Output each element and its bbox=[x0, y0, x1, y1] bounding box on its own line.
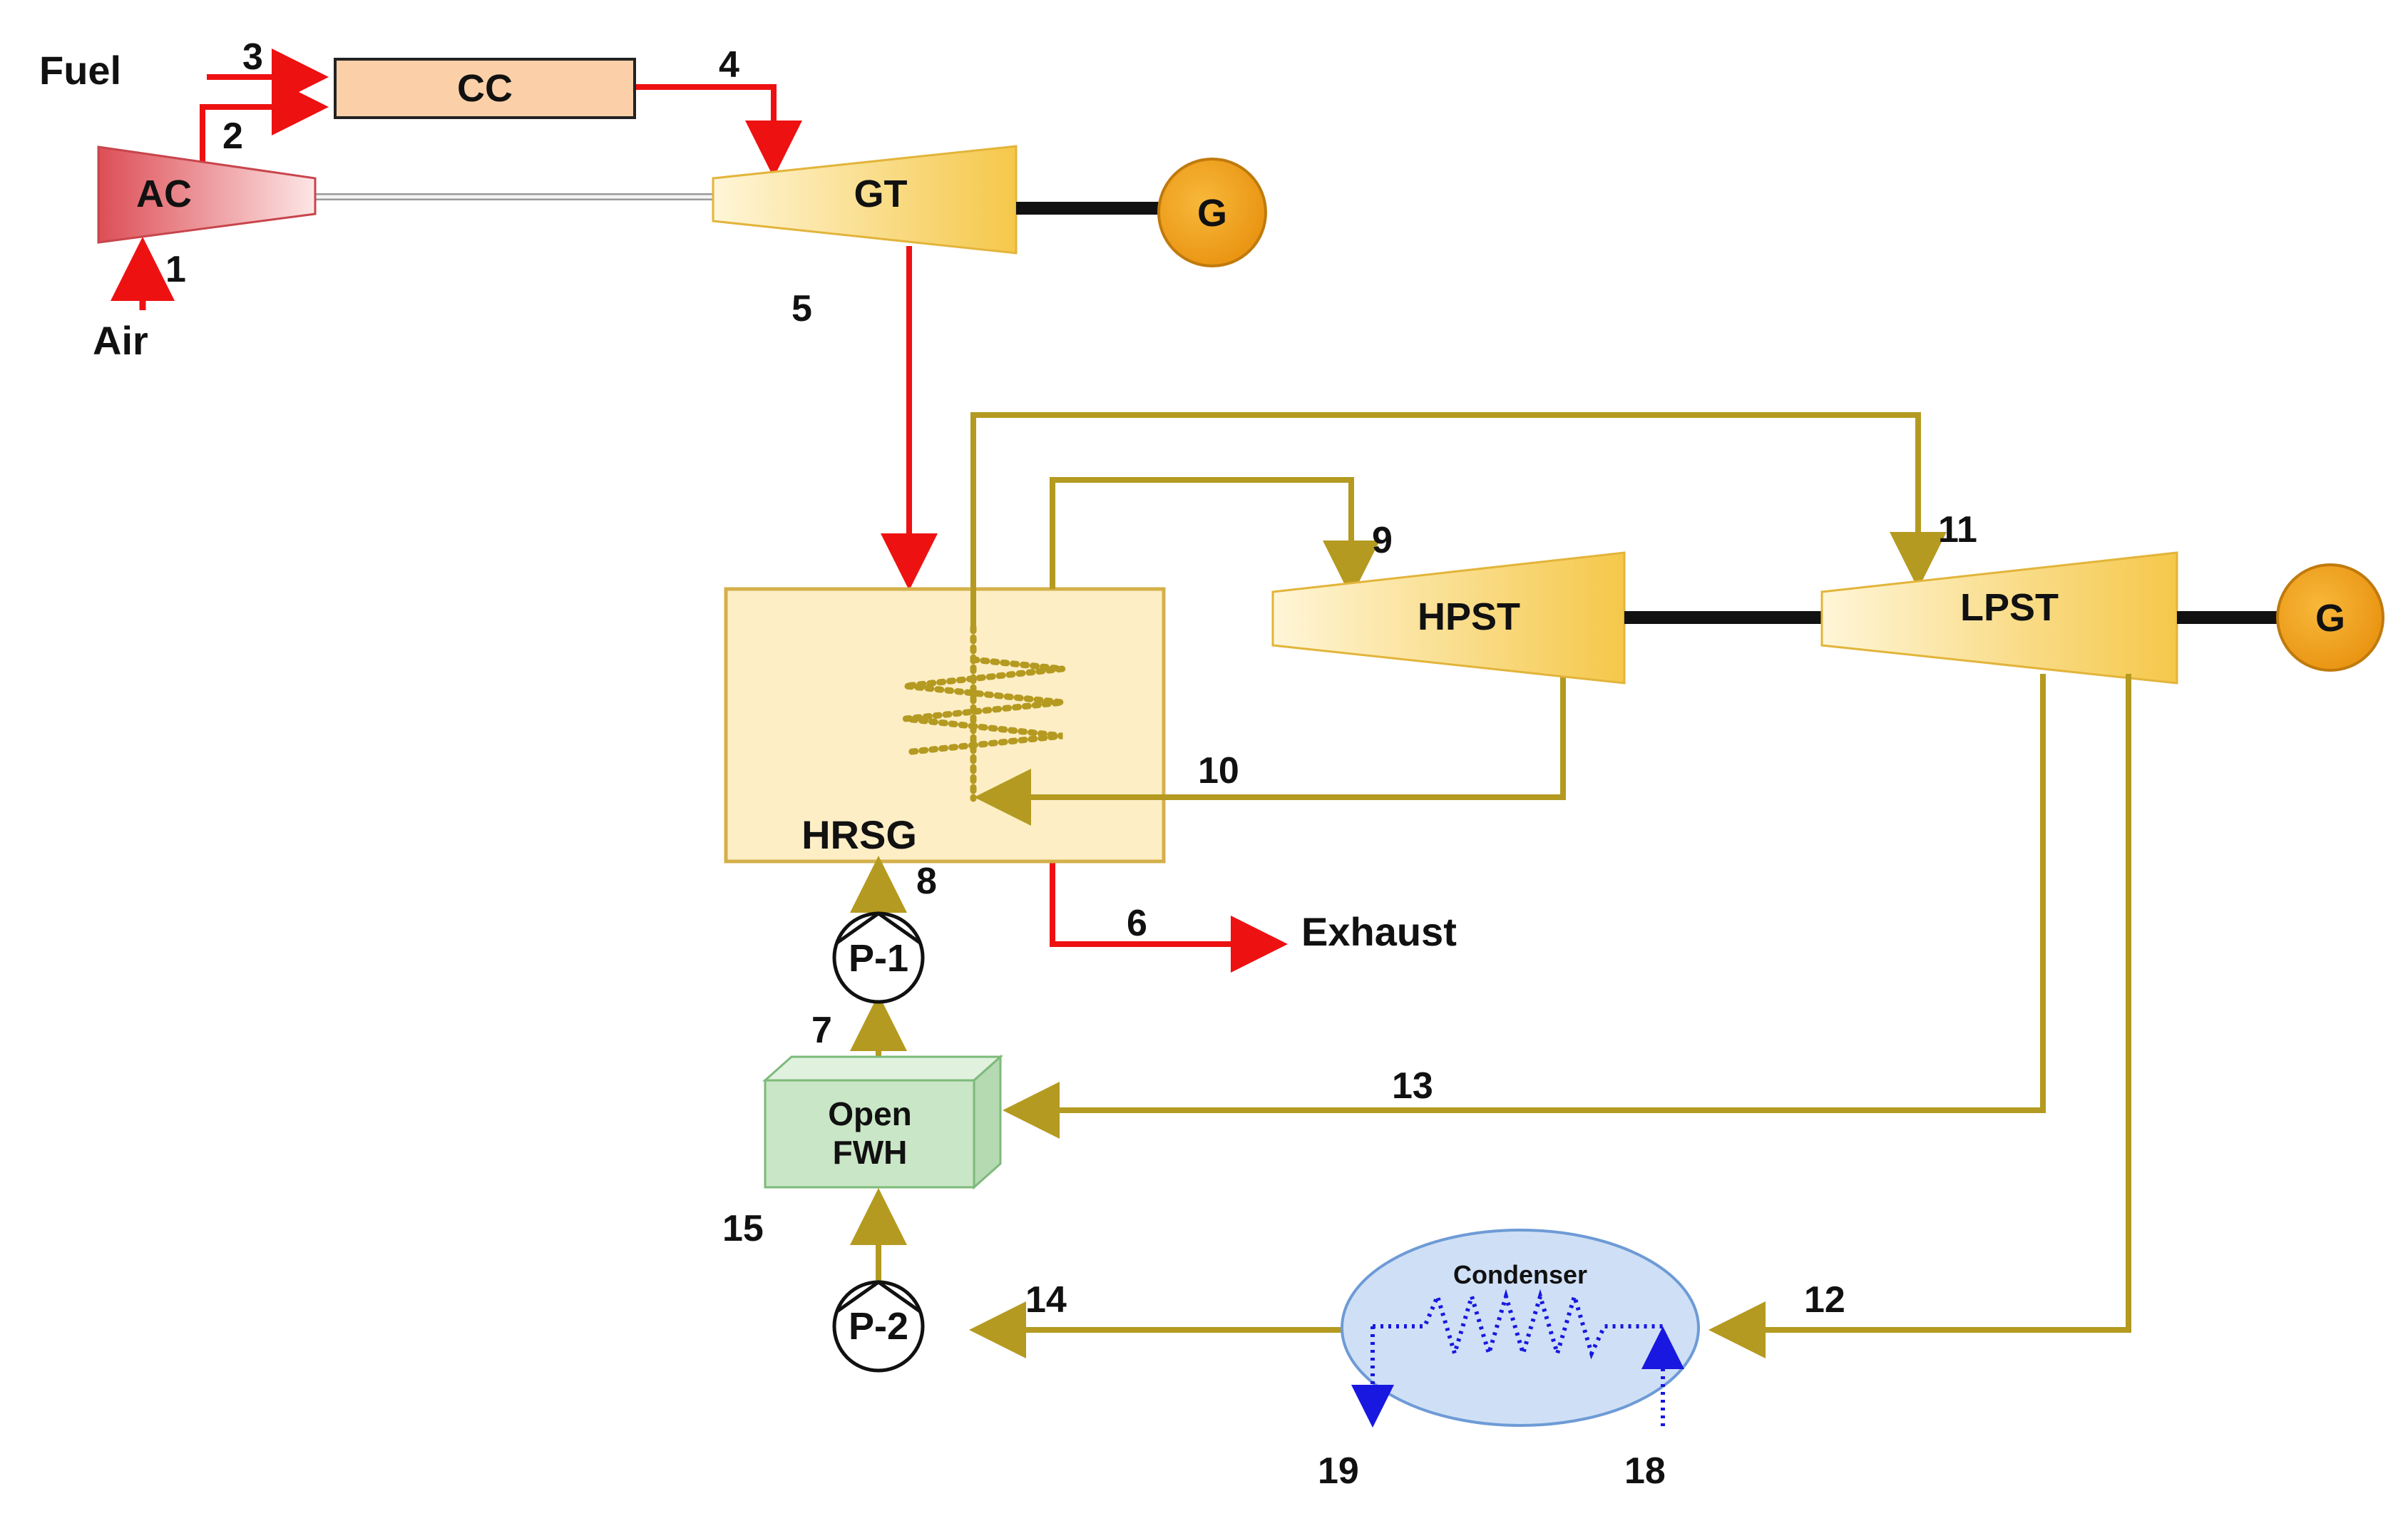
open-fwh: Open FWH bbox=[762, 1054, 1003, 1190]
state-7-label: 7 bbox=[811, 1010, 832, 1051]
state-5-label: 5 bbox=[791, 288, 812, 329]
hp-steam-turbine: HPST bbox=[1271, 551, 1626, 685]
stream-13-line bbox=[1003, 674, 2046, 1139]
condenser-label: Condenser bbox=[1453, 1260, 1587, 1289]
state-15-label: 15 bbox=[722, 1208, 764, 1249]
stream-10-line bbox=[974, 674, 1566, 826]
hrsg: HRSG bbox=[724, 587, 1166, 864]
state-12-label: 12 bbox=[1804, 1279, 1845, 1321]
condenser-coil bbox=[1373, 1289, 1663, 1361]
combustion-chamber: CC bbox=[334, 58, 636, 119]
state-1-label: 1 bbox=[165, 249, 186, 290]
hpst-label: HPST bbox=[1418, 595, 1520, 638]
generator-1: G bbox=[1157, 158, 1267, 267]
state-4-label: 4 bbox=[719, 44, 739, 86]
state-2-label: 2 bbox=[222, 116, 243, 157]
hrsg-coil bbox=[902, 624, 1063, 802]
air-compressor: AC bbox=[97, 145, 317, 244]
state-11-label: 11 bbox=[1938, 509, 1977, 550]
pump-1-label: P-1 bbox=[849, 937, 908, 980]
fwh-label-line2: FWH bbox=[833, 1134, 908, 1171]
stream-12-line bbox=[1708, 674, 2131, 1358]
exhaust-label: Exhaust bbox=[1301, 909, 1457, 954]
state-10-label: 10 bbox=[1198, 750, 1239, 792]
hrsg-label: HRSG bbox=[801, 812, 917, 857]
lp-steam-turbine: LPST bbox=[1820, 551, 2178, 685]
condenser: Condenser bbox=[1341, 1229, 1700, 1427]
compressor-label: AC bbox=[136, 173, 192, 215]
state-6-label: 6 bbox=[1127, 903, 1147, 944]
lpst-label: LPST bbox=[1960, 586, 2059, 629]
combustor-label: CC bbox=[457, 67, 513, 110]
gas-turbine-label: GT bbox=[854, 173, 908, 215]
generator-2-label: G bbox=[2315, 597, 2345, 640]
state-19-label: 19 bbox=[1318, 1450, 1359, 1492]
stream-6-line bbox=[1050, 861, 1288, 973]
stream-11-line bbox=[970, 412, 1947, 628]
pump-2-label: P-2 bbox=[849, 1305, 908, 1348]
generator-2: G bbox=[2276, 563, 2384, 672]
generator-1-label: G bbox=[1197, 192, 1227, 235]
stream-4-line bbox=[635, 84, 802, 178]
state-14-label: 14 bbox=[1025, 1279, 1067, 1321]
stream-2-line bbox=[200, 78, 329, 163]
pump-2: P-2 bbox=[832, 1279, 925, 1373]
state-9-label: 9 bbox=[1372, 520, 1393, 561]
state-18-label: 18 bbox=[1624, 1450, 1666, 1492]
stream-9-line bbox=[1050, 477, 1380, 598]
pump-1: P-1 bbox=[832, 911, 925, 1004]
state-8-label: 8 bbox=[916, 861, 937, 902]
air-label: Air bbox=[93, 318, 148, 363]
fuel-label: Fuel bbox=[39, 48, 121, 93]
fwh-label-line1: Open bbox=[828, 1095, 912, 1132]
state-3-label: 3 bbox=[242, 36, 263, 78]
state-13-label: 13 bbox=[1392, 1065, 1433, 1107]
gas-turbine: GT bbox=[712, 145, 1018, 255]
